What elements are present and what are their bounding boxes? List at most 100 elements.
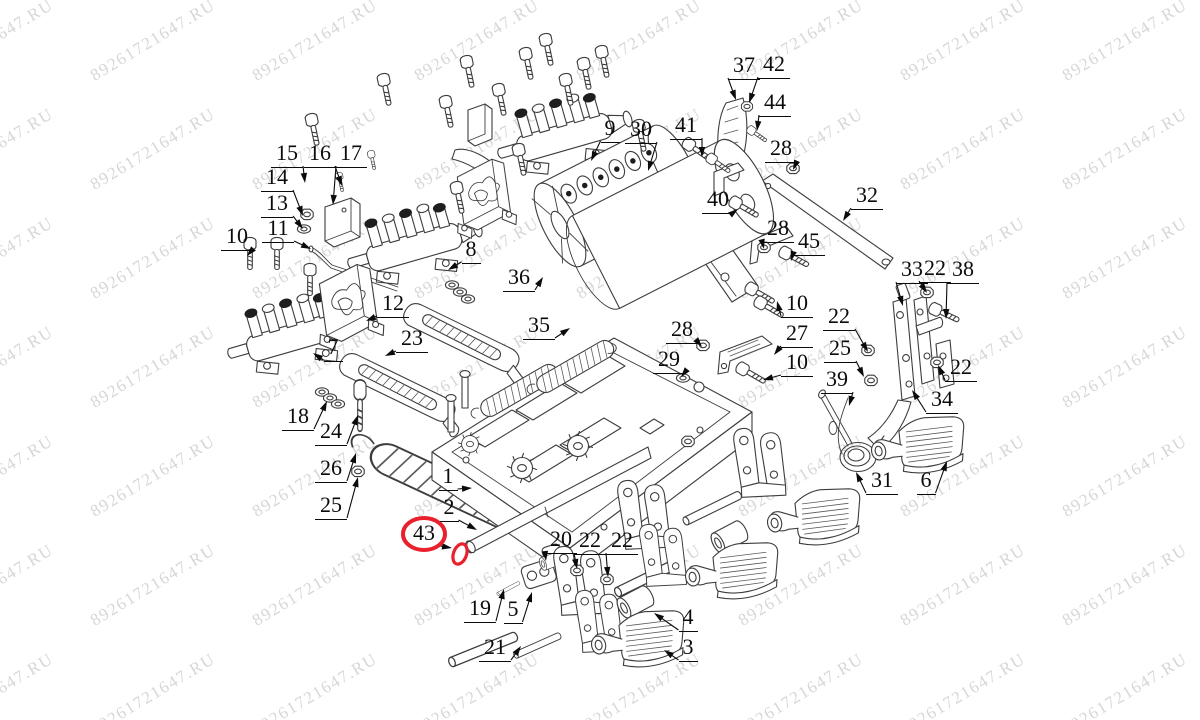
part-label-28: 28	[765, 137, 797, 163]
leader-arrowhead	[856, 472, 864, 483]
part-label-12: 12	[377, 292, 409, 318]
leader-arrowhead	[247, 246, 256, 256]
leader-arrowhead	[559, 328, 570, 337]
part-label-30: 30	[625, 118, 657, 144]
part-label-44: 44	[759, 91, 791, 117]
leader-arrowhead	[313, 353, 324, 362]
part-label-28: 28	[666, 318, 698, 344]
leader-arrowhead	[654, 613, 665, 622]
part-label-27: 27	[781, 322, 813, 348]
leader-arrowhead	[749, 92, 756, 103]
fasteners-washers	[296, 224, 705, 393]
leader-arrowhead	[330, 194, 337, 205]
leader-arrowhead	[912, 390, 921, 401]
part-label-15: 15	[271, 142, 303, 168]
part-label-8: 8	[461, 238, 481, 264]
leader-arrowhead	[512, 646, 521, 656]
leader-arrowhead	[461, 485, 472, 492]
part-label-4: 4	[678, 606, 698, 632]
leader-arrowhead	[776, 301, 783, 312]
part-label-10: 10	[781, 292, 813, 318]
leader-arrowhead	[698, 147, 706, 157]
highlight-oval	[401, 516, 447, 552]
leader-arrowhead	[296, 205, 303, 216]
part-label-41: 41	[670, 114, 702, 140]
part-label-22: 22	[606, 529, 638, 555]
leader-arrowhead	[848, 395, 855, 406]
part-label-7: 7	[323, 336, 343, 362]
leader-arrowhead	[763, 374, 774, 381]
part-label-3: 3	[678, 636, 698, 662]
part-label-37: 37	[728, 54, 760, 80]
part-label-22: 22	[945, 356, 977, 382]
leader-arrowhead	[498, 589, 505, 600]
leader-arrowhead	[940, 461, 947, 472]
leader-arrowhead	[755, 120, 762, 131]
part-label-42: 42	[758, 53, 790, 79]
part-label-16: 16	[304, 142, 336, 168]
leader-arrowhead	[335, 175, 342, 186]
leader-arrowhead	[352, 477, 359, 488]
part-label-18: 18	[282, 405, 314, 431]
leader-arrowhead	[366, 313, 377, 321]
leader-arrowhead	[535, 277, 543, 288]
part-label-1: 1	[438, 465, 458, 491]
stop-bracket-27-drawing	[717, 335, 773, 375]
part-label-20: 20	[545, 528, 577, 554]
part-label-22: 22	[919, 257, 951, 283]
part-label-36: 36	[503, 266, 535, 292]
part-label-35: 35	[523, 314, 555, 340]
cover-plate-16-drawing	[324, 197, 361, 248]
part-label-23: 23	[396, 327, 428, 353]
part-label-45: 45	[793, 230, 825, 256]
leader-arrowhead	[664, 650, 675, 659]
part-label-6: 6	[916, 469, 936, 495]
leader-arrowhead	[466, 522, 477, 530]
part-label-39: 39	[821, 368, 853, 394]
part-label-17: 17	[335, 142, 367, 168]
leader-arrowhead	[843, 210, 851, 221]
leader-arrowhead	[525, 592, 533, 603]
leader-arrowhead	[693, 337, 702, 347]
leader-arrowhead	[319, 401, 327, 412]
part-label-31: 31	[866, 469, 898, 495]
part-label-38: 38	[947, 258, 979, 284]
leader-arrowhead	[351, 415, 358, 426]
part-label-34: 34	[926, 388, 958, 414]
leader-arrowhead	[860, 341, 868, 352]
part-label-10: 10	[221, 225, 253, 251]
part-label-19: 19	[464, 597, 496, 623]
leader-arrowhead	[647, 160, 655, 171]
part-label-24: 24	[315, 420, 347, 446]
part-label-22: 22	[823, 305, 855, 331]
leader-arrowhead	[729, 89, 736, 100]
leader-arrowhead	[943, 308, 950, 319]
part-label-33: 33	[896, 258, 928, 284]
leader-arrowhead	[591, 150, 599, 161]
leader-arrowhead	[856, 366, 864, 377]
part-label-9: 9	[600, 117, 620, 143]
leader-arrowhead	[681, 367, 690, 377]
cover-plate-small-drawing	[467, 103, 493, 147]
part-label-28: 28	[762, 217, 794, 243]
part-label-2: 2	[439, 496, 459, 522]
oring-part-43-red	[451, 542, 469, 566]
leader-arrowhead	[897, 295, 904, 306]
part-label-13: 13	[261, 192, 293, 218]
part-label-25: 25	[824, 337, 856, 363]
leader-arrowhead	[448, 262, 459, 270]
leader-arrowhead	[603, 566, 611, 577]
leader-arrowhead	[758, 238, 765, 249]
leader-arrowhead	[441, 543, 452, 550]
part-label-43: 43	[413, 520, 435, 545]
leader-arrowhead	[572, 558, 579, 569]
part-label-22: 22	[574, 529, 606, 555]
part-label-26: 26	[315, 457, 347, 483]
leader-arrowhead	[918, 282, 927, 293]
part-label-10: 10	[781, 351, 813, 377]
leader-arrowhead	[349, 453, 356, 464]
part-label-25: 25	[315, 494, 347, 520]
